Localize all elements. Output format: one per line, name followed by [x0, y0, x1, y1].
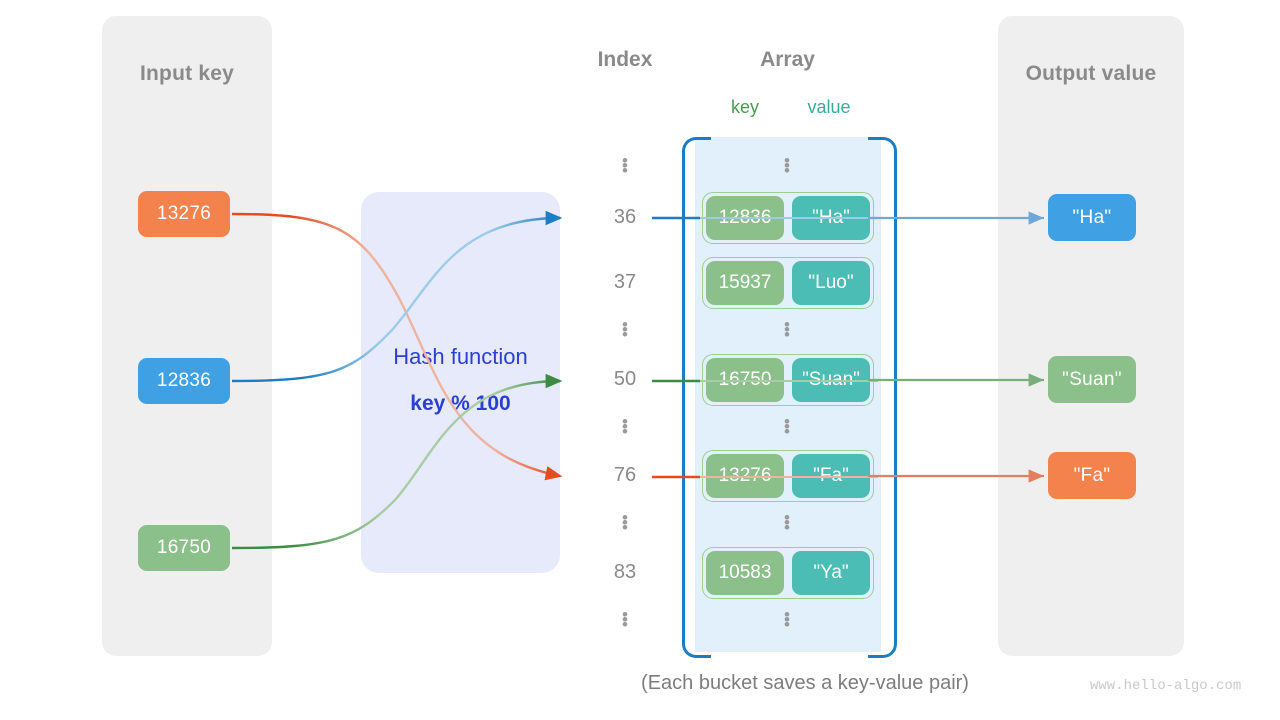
index-50: 50 [613, 368, 637, 390]
array-ellipsis-mid2: ••• [784, 412, 790, 441]
bucket-76[interactable]: 13276 "Fa" [702, 450, 874, 502]
hash-function-label: Hash function [393, 344, 528, 369]
array-ellipsis-bottom: ••• [784, 605, 790, 634]
index-ellipsis-4: ••• [622, 605, 628, 634]
index-36: 36 [613, 206, 637, 228]
array-left-bracket [682, 137, 711, 658]
bucket-50-key: 16750 [706, 358, 784, 402]
bucket-76-value: "Fa" [792, 454, 870, 498]
bucket-36[interactable]: 12836 "Ha" [702, 192, 874, 244]
bucket-36-key: 12836 [706, 196, 784, 240]
bucket-83-key: 10583 [706, 551, 784, 595]
watermark-text: www.hello-algo.com [1090, 678, 1242, 694]
bucket-50[interactable]: 16750 "Suan" [702, 354, 874, 406]
input-key-12836[interactable]: 12836 [138, 358, 230, 404]
input-panel-title: Input key [140, 62, 234, 85]
array-right-bracket [868, 137, 897, 658]
index-ellipsis-0: ••• [622, 151, 628, 180]
bucket-37[interactable]: 15937 "Luo" [702, 257, 874, 309]
bucket-36-value: "Ha" [792, 196, 870, 240]
hash-function-box [361, 192, 560, 573]
bucket-83[interactable]: 10583 "Ya" [702, 547, 874, 599]
bucket-37-key: 15937 [706, 261, 784, 305]
index-ellipsis-2: ••• [622, 412, 628, 441]
index-76: 76 [613, 464, 637, 486]
index-column-title: Index [597, 48, 653, 71]
index-ellipsis-1: ••• [622, 315, 628, 344]
caption-text: (Each bucket saves a key-value pair) [641, 672, 969, 694]
bucket-50-value: "Suan" [792, 358, 870, 402]
input-key-13276[interactable]: 13276 [138, 191, 230, 237]
bucket-83-value: "Ya" [792, 551, 870, 595]
array-value-label: value [807, 97, 851, 117]
hash-function-formula: key % 100 [410, 392, 511, 415]
output-value-fa[interactable]: "Fa" [1048, 452, 1136, 499]
index-37: 37 [613, 271, 637, 293]
array-ellipsis-mid3: ••• [784, 508, 790, 537]
array-column-title: Array [760, 48, 815, 71]
input-key-16750[interactable]: 16750 [138, 525, 230, 571]
output-value-ha[interactable]: "Ha" [1048, 194, 1136, 241]
array-ellipsis-mid1: ••• [784, 315, 790, 344]
array-ellipsis-top: ••• [784, 151, 790, 180]
output-value-panel: Output value [998, 16, 1184, 656]
output-value-suan[interactable]: "Suan" [1048, 356, 1136, 403]
index-ellipsis-3: ••• [622, 508, 628, 537]
index-83: 83 [613, 561, 637, 583]
bucket-37-value: "Luo" [792, 261, 870, 305]
bucket-76-key: 13276 [706, 454, 784, 498]
array-key-label: key [730, 97, 759, 117]
output-panel-title: Output value [1025, 62, 1157, 85]
